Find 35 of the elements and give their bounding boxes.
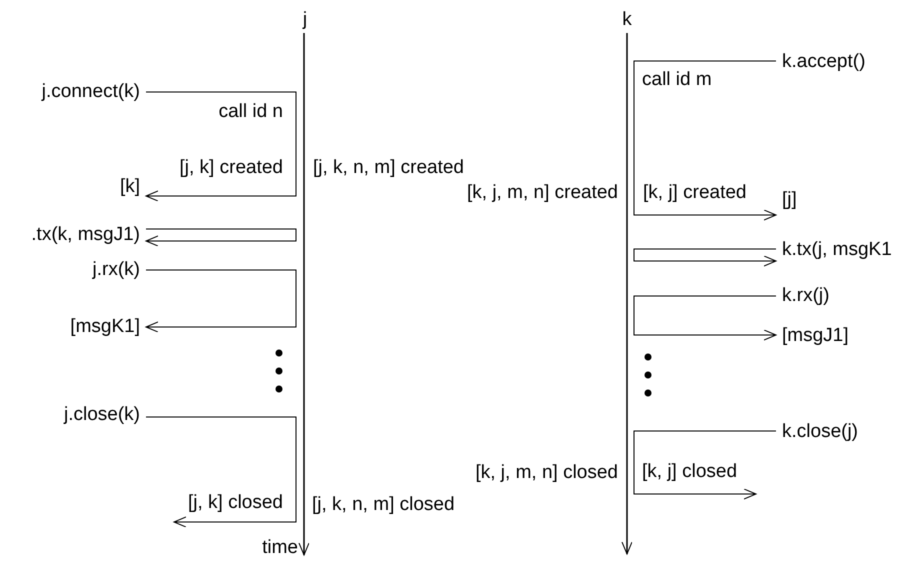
state-label: [j, k] closed	[188, 492, 283, 514]
method-call: [msgJ1]	[782, 325, 849, 347]
state-label: [k, j, m, n] closed	[475, 462, 618, 484]
method-call: k.accept()	[782, 51, 866, 73]
timeline-arrow	[622, 33, 632, 554]
state-label: [k, j] created	[643, 182, 746, 204]
call-arrow	[146, 92, 296, 202]
process-name: k	[622, 9, 632, 31]
call-label: call id m	[642, 69, 712, 91]
method-call: [msgK1]	[70, 316, 140, 338]
method-call: j.connect(k)	[42, 81, 140, 103]
state-label: [k, j] closed	[642, 461, 738, 483]
call-arrow	[146, 270, 296, 332]
timeline-arrow	[298, 33, 310, 556]
method-call: .tx(k, msgJ1)	[31, 224, 140, 246]
call-arrow	[634, 248, 776, 266]
method-call: k.tx(j, msgK1	[782, 239, 892, 261]
call-arrow	[634, 296, 776, 340]
method-call: j.rx(k)	[92, 259, 140, 281]
state-label: [j, k] created	[180, 157, 283, 179]
call-arrow	[634, 430, 776, 500]
call-arrow	[146, 228, 296, 246]
call-arrow	[634, 60, 776, 220]
call-arrow	[146, 416, 296, 528]
method-call: [k]	[120, 176, 140, 198]
state-label: [j, k, n, m] created	[313, 157, 464, 179]
call-label: call id n	[218, 101, 283, 123]
state-label: [k, j, m, n] created	[467, 182, 618, 204]
state-label: [j, k, n, m] closed	[312, 494, 455, 516]
axis-label: time	[262, 537, 298, 559]
method-call: j.close(k)	[64, 404, 140, 426]
method-call: [j]	[782, 189, 797, 211]
method-call: k.rx(j)	[782, 285, 830, 307]
method-call: k.close(j)	[782, 421, 858, 443]
process-name: j	[302, 9, 308, 31]
